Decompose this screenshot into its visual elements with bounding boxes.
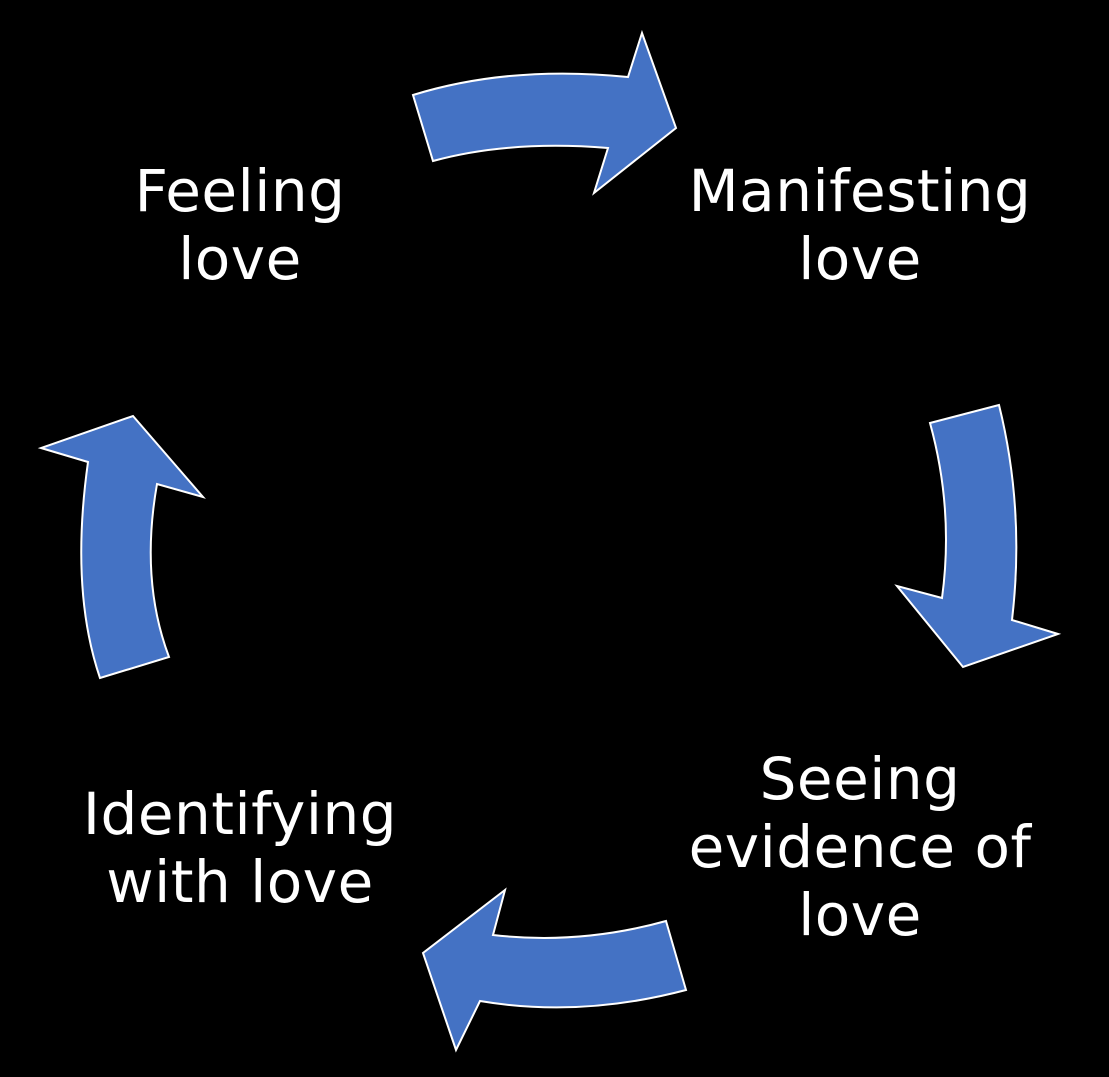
arrow-identify-to-feeling	[37, 414, 206, 680]
node-label-feeling-love: Feeling love	[134, 157, 346, 293]
node-label-manifesting-love: Manifesting love	[688, 157, 1032, 293]
arrow-manifest-to-seeing	[894, 403, 1062, 669]
node-label-identifying-with-love: Identifying with love	[82, 780, 398, 916]
node-label-seeing-evidence-of-love: Seeing evidence of love	[688, 745, 1032, 949]
arrow-feeling-to-manifest	[411, 29, 678, 196]
arrow-seeing-to-identify	[421, 887, 688, 1053]
